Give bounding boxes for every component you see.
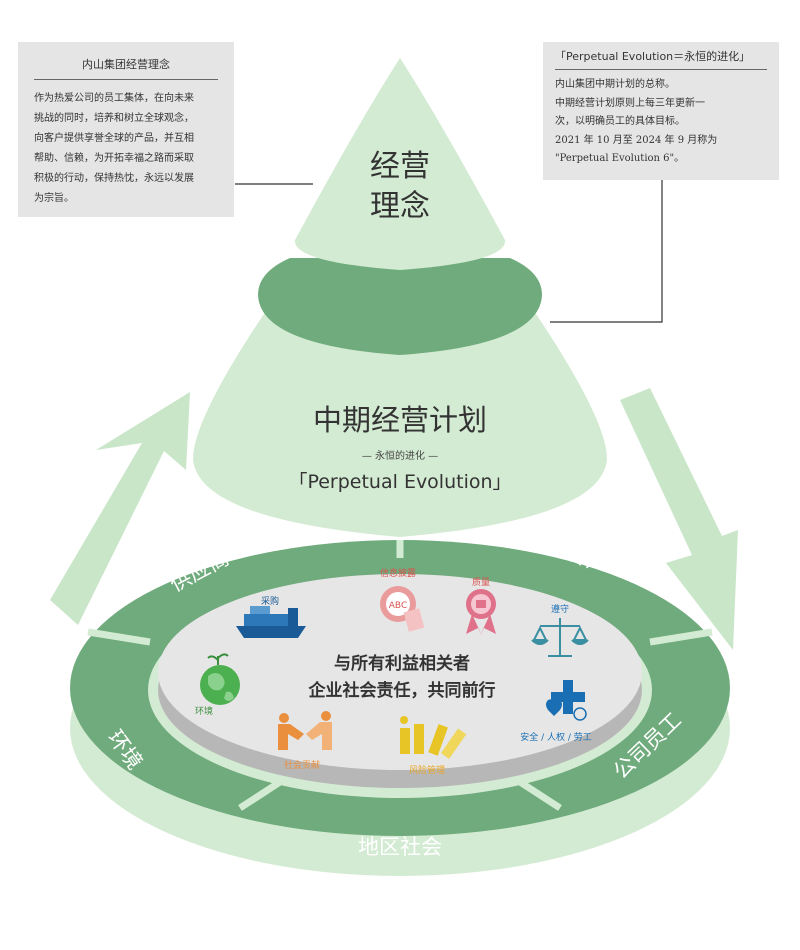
ring-label-community: 地区社会 <box>358 835 442 859</box>
scales-icon <box>531 618 589 657</box>
cone-mid-sub: — 永恒的进化 — <box>362 449 438 462</box>
cone-lower <box>192 305 608 537</box>
svg-text:ABC: ABC <box>389 601 407 611</box>
handshake-icon <box>278 711 332 750</box>
right-down-arrow <box>620 388 738 650</box>
evolution-note-body: 内山集团中期计划的总称。 中期经营计划原则上每三年更新一 次，以明确员工的具体目… <box>555 79 718 164</box>
cone-top-line1: 经营 <box>370 149 430 184</box>
right-connector-line <box>550 180 663 323</box>
center-line2: 企业社会责任，共同前行 <box>308 680 496 701</box>
label-compliance: 遵守 <box>551 603 569 615</box>
left-up-arrow <box>50 392 190 625</box>
disclosure-icon: ABC <box>380 586 425 632</box>
evolution-note: 「Perpetual Evolution＝永恒的进化」 内山集团中期计划的总称。… <box>543 42 779 180</box>
globe-icon <box>200 653 240 705</box>
label-quality: 质量 <box>472 576 490 588</box>
safety-cross-icon <box>546 680 587 721</box>
philosophy-note-body: 作为热爱公司的员工集体，在向未来 挑战的同时，培养和树立全球观念， 向客户提供享… <box>34 93 194 204</box>
ship-icon <box>236 606 306 638</box>
label-environment-icon: 环境 <box>195 705 213 717</box>
quality-ribbon-icon <box>466 589 496 636</box>
cone-top-line2: 理念 <box>370 189 430 224</box>
ring-separators <box>87 540 713 811</box>
dominoes-icon <box>400 716 467 759</box>
label-procurement: 采购 <box>261 595 279 607</box>
cone-mid-title: 中期经营计划 <box>313 403 487 437</box>
label-disclosure: 信息披露 <box>380 567 416 579</box>
cone-top <box>294 58 506 270</box>
cone-band <box>258 258 542 355</box>
label-safety: 安全 / 人权 / 劳工 <box>520 731 592 743</box>
evolution-note-title: 「Perpetual Evolution＝永恒的进化」 <box>555 48 767 70</box>
philosophy-note-title: 内山集团经营理念 <box>34 56 218 80</box>
label-contribution: 社会贡献 <box>284 759 320 771</box>
philosophy-note: 内山集团经营理念 作为热爱公司的员工集体，在向未来 挑战的同时，培养和树立全球观… <box>18 42 234 217</box>
label-risk: 风险管理 <box>409 764 445 776</box>
center-line1: 与所有利益相关者 <box>334 653 470 674</box>
cone-mid-en: 「Perpetual Evolution」 <box>288 471 511 493</box>
